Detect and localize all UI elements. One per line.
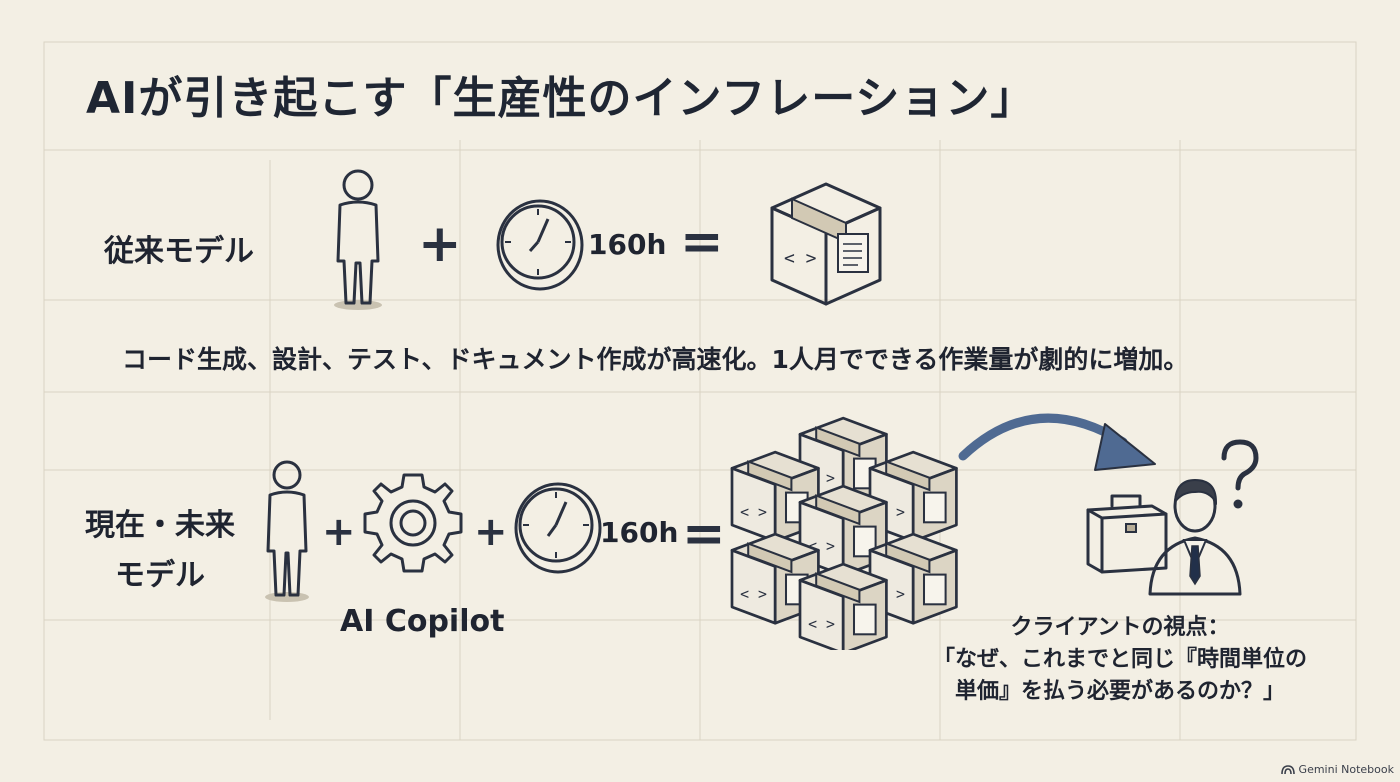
- description-text: コード生成、設計、テスト、ドキュメント作成が高速化。1人月でできる作業量が劇的に…: [122, 345, 1189, 374]
- equals-sign: =: [682, 504, 726, 564]
- svg-text:< >: < >: [784, 248, 817, 269]
- gear-icon: [363, 473, 463, 573]
- person-icon: [265, 460, 309, 602]
- clock-icon: [514, 482, 602, 574]
- briefcase-icon: [1086, 494, 1168, 574]
- plus-sign: +: [474, 509, 508, 555]
- client-quote-line1: クライアントの視点：: [1010, 615, 1230, 640]
- question-icon: [1221, 439, 1259, 509]
- clock-icon: [496, 199, 584, 291]
- plus-sign: +: [322, 509, 356, 555]
- businessman-icon: [1148, 478, 1242, 596]
- box-icon: < >: [770, 182, 882, 306]
- traditional-model-label: 従来モデル: [104, 234, 254, 269]
- curved-arrow-icon: [958, 413, 1156, 471]
- hours-label: 160h: [600, 516, 679, 549]
- plus-sign: +: [418, 214, 462, 274]
- client-quote-line2: 「なぜ、これまでと同じ『時間単位の: [932, 646, 1307, 672]
- future-model-label-line1: 現在・未来: [85, 508, 235, 543]
- person-icon: [334, 169, 382, 310]
- client-quote-line3: 単価』を払う必要があるのか？」: [954, 678, 1285, 704]
- future-model-label-line2: モデル: [115, 558, 205, 593]
- box-icon: [798, 562, 888, 650]
- client-quote: クライアントの視点： 「なぜ、これまでと同じ『時間単位の 単価』を払う必要がある…: [930, 612, 1310, 708]
- ai-copilot-label: AI Copilot: [340, 604, 505, 639]
- hours-label: 160h: [588, 228, 667, 261]
- brand-logo-icon: [1280, 764, 1295, 774]
- equals-sign: =: [680, 212, 724, 272]
- brand-footer: Gemini Notebook: [1280, 763, 1394, 776]
- future-model-label: 現在・未来 モデル: [80, 500, 240, 594]
- brand-name: Gemini Notebook: [1298, 763, 1394, 776]
- page-title: AIが引き起こす「生産性のインフレーション」: [86, 73, 1036, 124]
